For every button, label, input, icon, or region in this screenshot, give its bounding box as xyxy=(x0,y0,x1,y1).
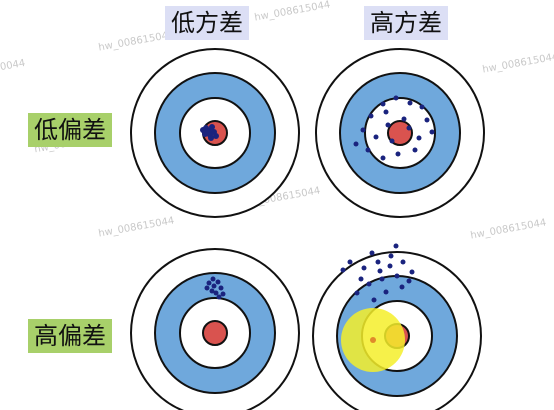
column-label-high-variance: 高方差 xyxy=(364,6,448,40)
shot-dots xyxy=(353,95,435,161)
shot-dots xyxy=(204,276,226,300)
cursor-highlight xyxy=(341,308,405,372)
row-label-low-bias: 低偏差 xyxy=(28,113,112,147)
shot-dots xyxy=(200,124,219,141)
target-high-bias-low-variance xyxy=(130,248,300,410)
column-label-low-variance: 低方差 xyxy=(165,6,249,40)
shot-dots xyxy=(340,243,415,303)
target-low-bias-low-variance xyxy=(130,48,300,218)
target-low-bias-high-variance xyxy=(315,48,485,218)
row-label-high-bias: 高偏差 xyxy=(28,319,112,353)
